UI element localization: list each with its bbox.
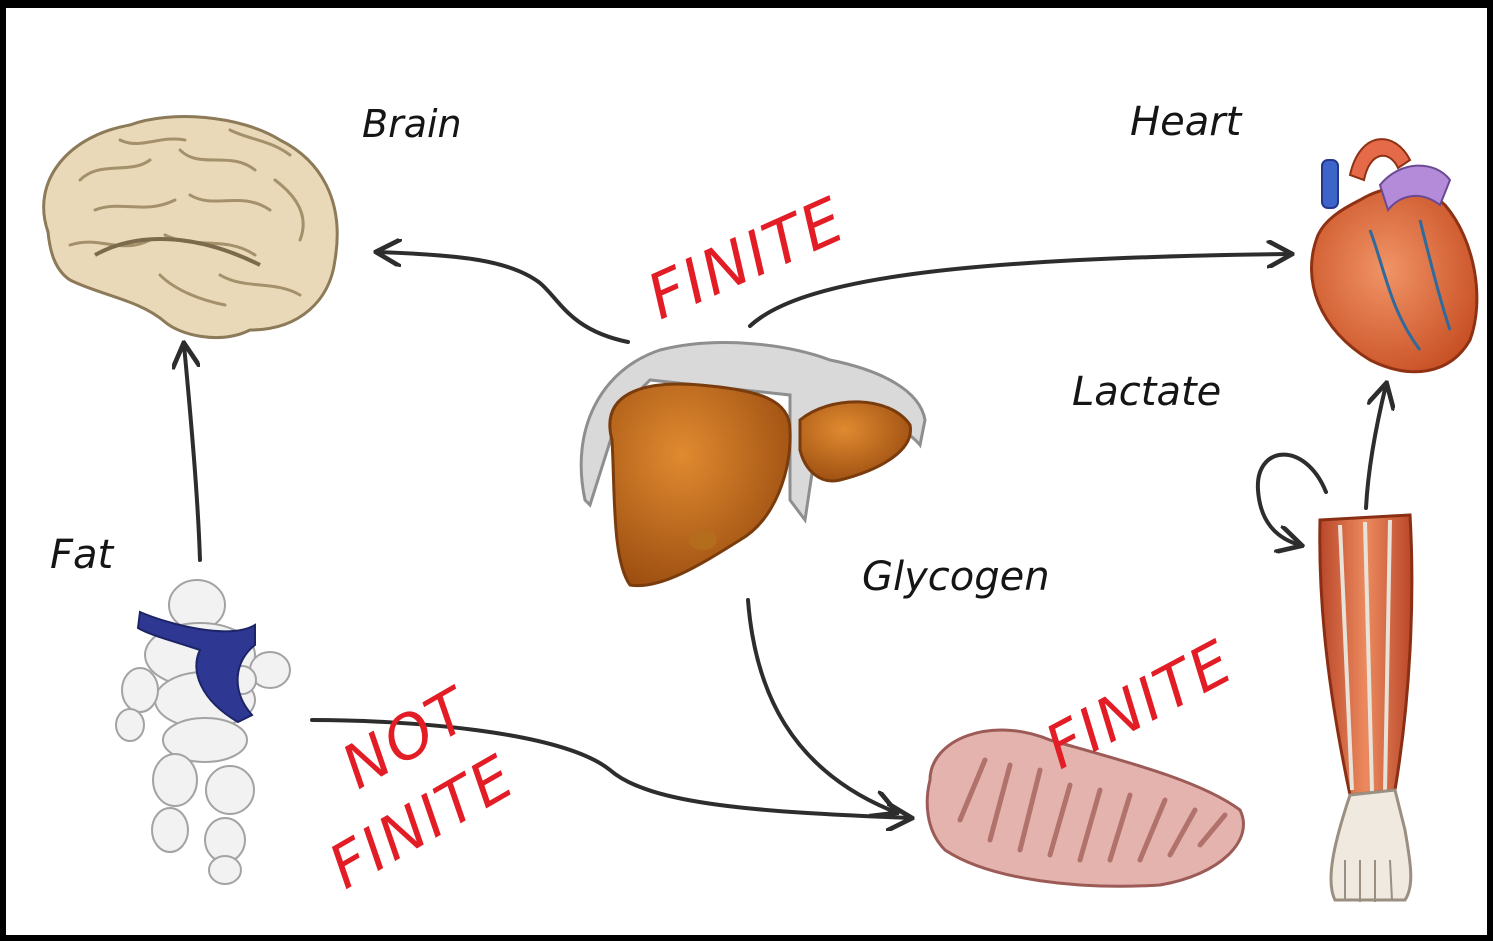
glycogen-label: Glycogen — [862, 554, 1050, 600]
bibendum-runner-icon — [116, 580, 290, 884]
arrow-liver-to-heart — [750, 254, 1290, 326]
muscle-finite-stamp: FINITE — [1034, 627, 1245, 783]
arrow-liver-to-brain — [378, 252, 628, 342]
fat-label: Fat — [50, 532, 115, 578]
arrow-muscle-to-heart — [1366, 385, 1386, 508]
brain-icon — [44, 117, 338, 338]
heart-label: Heart — [1130, 99, 1243, 145]
arrow-fat-to-brain — [184, 345, 200, 560]
heart-icon — [1311, 139, 1476, 372]
lactate-label: Lactate — [1072, 369, 1221, 415]
brain-label: Brain — [362, 102, 462, 146]
arrow-liver-to-mitochondrion — [748, 600, 895, 812]
liver-icon — [581, 343, 925, 586]
liver-finite-stamp: FINITE — [636, 183, 855, 334]
leg-muscle-icon — [1320, 515, 1412, 902]
arrow-lactate-loop — [1258, 455, 1326, 545]
